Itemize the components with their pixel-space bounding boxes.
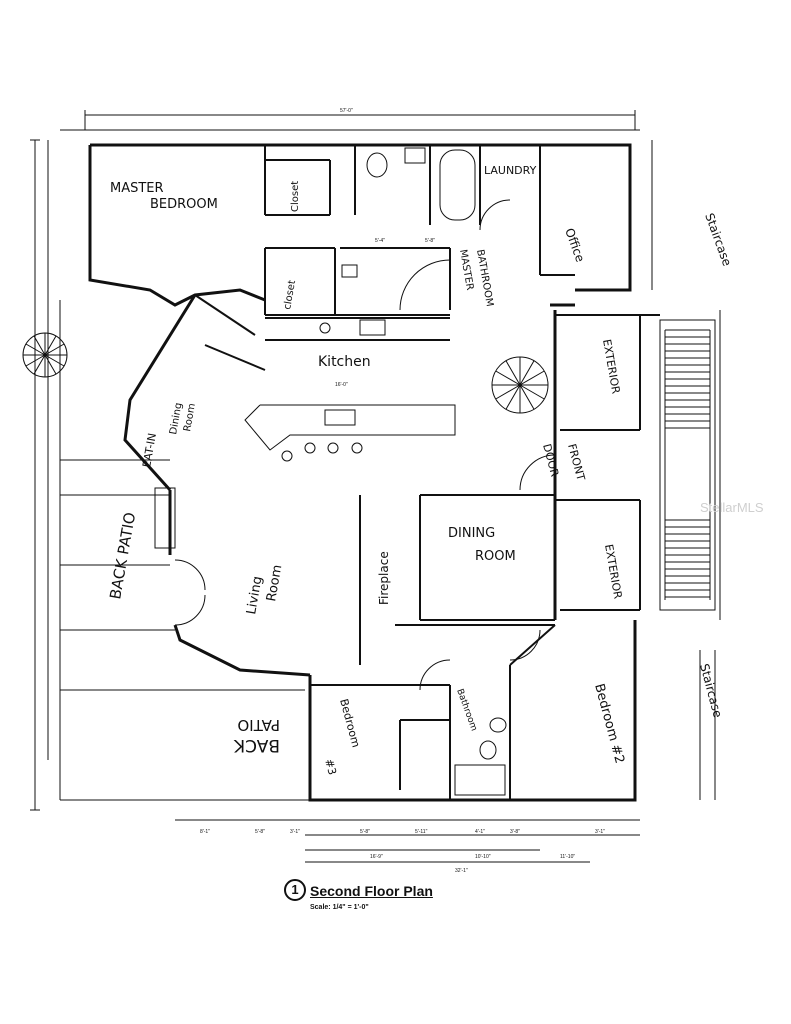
svg-text:5'-4": 5'-4" [375,238,385,244]
room-master-bedroom-1: MASTER [110,181,164,196]
room-fireplace: Fireplace [377,551,391,605]
spiral-stair-spoke [519,370,545,386]
watermark: StellarMLS [700,500,764,515]
svg-text:16'-0": 16'-0" [335,382,348,388]
room-office: Office [562,226,587,264]
room-kitchen: Kitchen [318,354,371,370]
room-back-patio-bottom-2: BACK [233,735,280,755]
room-front-door-1: FRONT [565,442,587,482]
room-back-patio-left: BACK PATIO [106,511,139,601]
room-dining-small-2: Room [182,403,198,433]
svg-text:16'-9": 16'-9" [370,854,383,860]
room-staircase-top: Staircase [702,211,734,268]
drawing-number-badge: 1 [284,879,306,901]
room-bathroom: Bathroom [454,688,479,733]
room-closet-top: Closet [290,181,301,212]
spiral-stair-spoke [25,354,46,367]
room-closet-left: closet [282,279,298,310]
svg-text:5'-11": 5'-11" [415,829,428,835]
room-bedroom-2: Bedroom #2 [591,682,627,765]
spiral-stair-spoke [33,335,46,356]
spiral-stair-spoke [519,384,535,410]
room-master-bathroom-1: MASTER [457,249,475,292]
svg-text:5'-8": 5'-8" [255,829,265,835]
spiral-stair-spoke [44,343,65,356]
room-dining-2: ROOM [475,549,516,564]
spiral-stair-spoke [495,370,521,386]
svg-text:8'-1": 8'-1" [200,829,210,835]
svg-text:10'-10": 10'-10" [475,854,491,860]
spiral-stair-spoke [519,360,535,386]
room-master-bedroom-2: BEDROOM [150,197,218,212]
spiral-stair-spoke [44,354,57,375]
room-back-patio-bottom-1: PATIO [237,716,280,734]
spiral-stair-spoke [25,343,46,356]
spiral-stair-spoke [505,384,521,410]
spiral-stair-spoke [505,360,521,386]
svg-text:11'-10": 11'-10" [560,854,575,860]
spiral-stair-spoke [44,354,65,367]
room-laundry: LAUNDRY [484,164,537,177]
svg-text:32'-1": 32'-1" [455,868,468,874]
svg-text:4'-1": 4'-1" [475,829,485,835]
svg-text:3'-8": 3'-8" [510,829,520,835]
plan-title: Second Floor Plan [310,883,433,899]
room-living-1: Living [244,575,265,616]
svg-text:3'-1": 3'-1" [290,829,300,835]
room-bedroom-3-1: Bedroom [337,697,362,748]
plan-scale: Scale: 1/4" = 1'-0" [310,904,369,911]
spiral-stair-spoke [495,384,521,400]
room-dining-1: DINING [448,526,495,541]
svg-text:3'-1": 3'-1" [595,829,605,835]
svg-text:5'-8": 5'-8" [360,829,370,835]
room-staircase-bottom: Staircase [697,662,725,719]
room-master-bathroom-2: BATHROOM [474,249,495,308]
room-front-door-2: DOOR [540,442,561,478]
svg-text:5'-8": 5'-8" [425,238,435,244]
spiral-stair-spoke [44,335,57,356]
room-living-2: Room [264,564,285,603]
room-exterior-top: EXTERIOR [600,338,622,395]
spiral-stair-spoke [33,354,46,375]
overall-width-dim: 57'-0" [340,108,353,114]
room-exterior-bottom: EXTERIOR [602,543,624,600]
room-bedroom-3-2: #3 [322,757,339,776]
spiral-stair-spoke [519,384,545,400]
room-eat-in: EAT-IN [140,432,159,469]
